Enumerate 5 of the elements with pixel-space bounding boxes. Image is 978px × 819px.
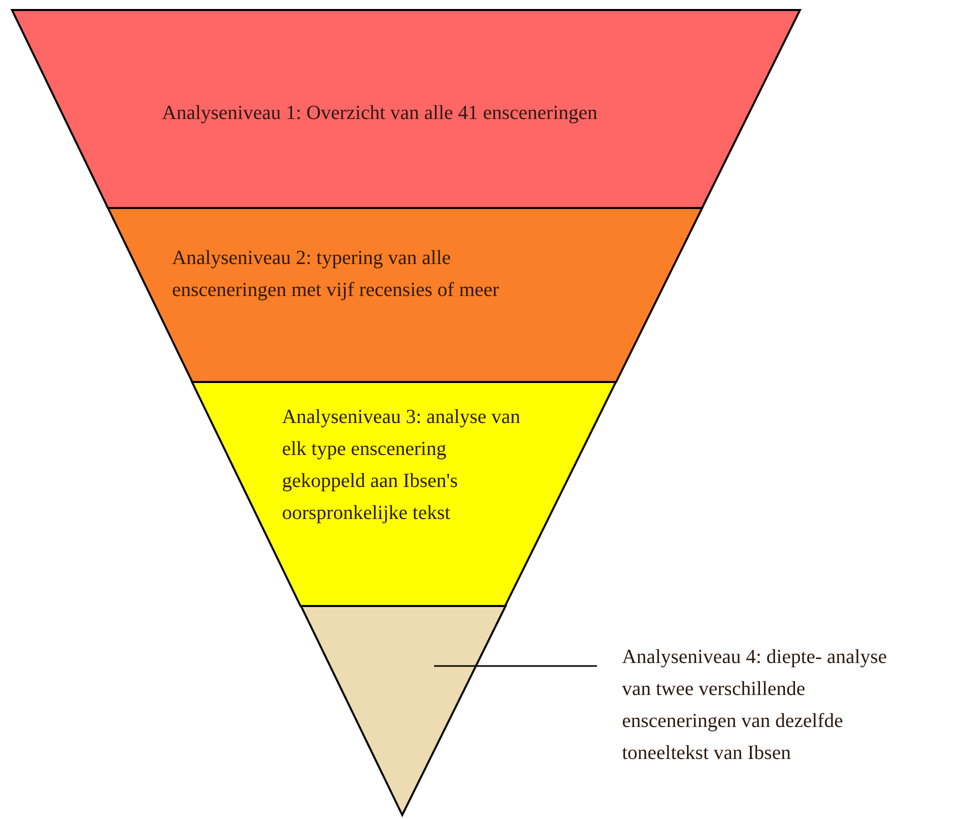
- leader-line: [434, 665, 597, 667]
- level-label: Analyseniveau 3: analyse van elk type enscenering gekoppeld aan Ibsen's oorspronkelijke tekst: [282, 405, 522, 526]
- level-label: Analyseniveau 4: diepte- analyse van twee verschillende ensceneringen van dezelfde toneeltekst van Ibsen: [622, 645, 888, 766]
- level-label: Analyseniveau 1: Overzicht van alle 41 ensceneringen: [162, 101, 598, 126]
- level-label: Analyseniveau 2: typering van alle ensceneringen met vijf recensies of meer: [172, 246, 500, 303]
